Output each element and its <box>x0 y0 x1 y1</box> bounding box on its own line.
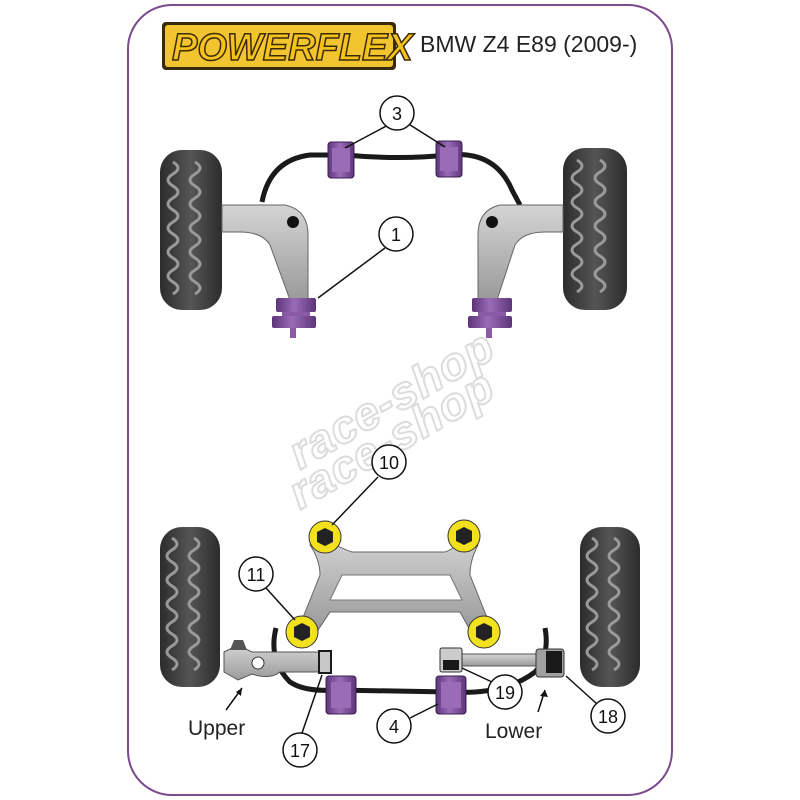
rear-axle: 10 11 4 17 19 18 Upper Lower <box>160 444 640 768</box>
lower-arm <box>439 647 565 678</box>
front-arb-bush-left <box>327 141 355 179</box>
front-arb-bush-right <box>435 140 463 178</box>
upper-arm <box>223 640 332 681</box>
rear-left-tyre <box>160 527 220 687</box>
callout-10-circle <box>371 444 407 480</box>
callout-4: 4 <box>389 717 399 737</box>
front-right-tyre <box>563 148 627 310</box>
outer-frame <box>127 4 673 796</box>
callout-10: 10 <box>379 453 399 473</box>
front-wishbone-bush-right <box>468 298 512 338</box>
callout-1-circle <box>378 216 414 252</box>
rear-arb-bush-left <box>325 675 357 715</box>
callout-18-circle <box>590 698 626 734</box>
callout-3-circle <box>379 95 415 131</box>
logo-text: POWERFLEX <box>172 27 415 69</box>
callout-11-circle <box>238 556 274 592</box>
callout-19-circle <box>487 674 523 710</box>
front-axle: 3 1 <box>160 95 627 338</box>
callout-17: 17 <box>290 741 310 761</box>
callout-4-circle <box>376 708 412 744</box>
subframe-bush-front-left <box>308 520 342 554</box>
powerflex-logo: POWERFLEX <box>162 22 416 70</box>
label-lower: Lower <box>485 720 542 743</box>
subframe-bush-front-right <box>447 519 481 553</box>
subframe-bush-rear-left <box>285 615 319 649</box>
subframe-bush-rear-right <box>467 615 501 649</box>
front-left-tyre <box>160 150 222 310</box>
callout-19: 19 <box>495 683 515 703</box>
label-upper: Upper <box>188 717 245 740</box>
front-wishbone-bush-left <box>272 298 316 338</box>
rear-right-tyre <box>580 527 640 687</box>
callout-1: 1 <box>391 225 401 245</box>
callout-18: 18 <box>598 707 618 727</box>
callout-17-circle <box>282 732 318 768</box>
callout-11: 11 <box>247 565 266 585</box>
rear-arb-bush-right <box>435 675 467 715</box>
front-anti-roll-bar <box>259 151 523 207</box>
model-title: BMW Z4 E89 (2009-) <box>420 31 637 57</box>
callout-3: 3 <box>392 104 402 124</box>
